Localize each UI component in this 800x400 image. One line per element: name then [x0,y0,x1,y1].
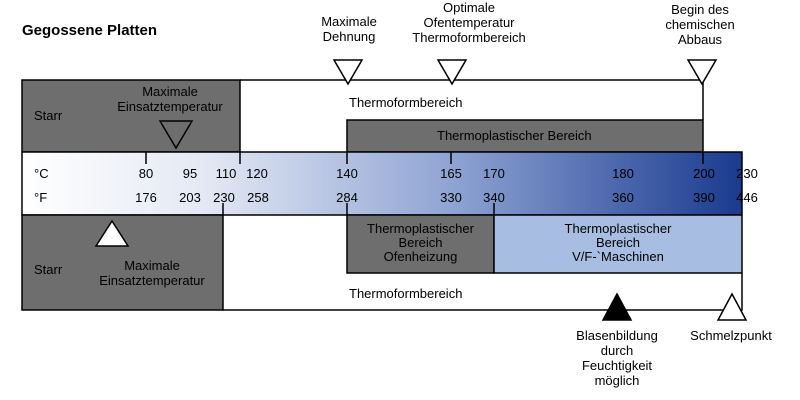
chemical-degradation-marker-icon [686,59,718,86]
celsius-tick: 95 [182,166,198,181]
thermoplastic-range-box [346,119,704,153]
temperature-scale-band [21,151,743,216]
celsius-tick: 120 [246,166,268,181]
celsius-tick: 180 [612,166,634,181]
celsius-tick: 110 [215,166,237,181]
scale-tick-marks [145,152,704,215]
thermoplastic-range-label: Thermoplastischer Bereich [437,128,592,143]
fahrenheit-tick: 360 [612,190,634,205]
upper-rigid-box [21,79,241,153]
upper-max-use-temp-marker-icon [158,120,194,150]
celsius-tick: 170 [483,166,505,181]
fahrenheit-tick: 258 [247,190,269,205]
optimal-oven-temp-marker-icon [436,59,468,86]
celsius-unit-label: °C [34,166,49,181]
celsius-tick: 80 [138,166,154,181]
fahrenheit-tick: 330 [440,190,462,205]
lower-rigid-box [21,214,224,311]
melting-point-marker-icon [716,292,748,321]
fahrenheit-tick: 390 [693,190,715,205]
celsius-tick: 230 [736,166,758,181]
fahrenheit-unit-label: °F [34,190,48,205]
celsius-tick: 140 [336,166,358,181]
lower-max-use-temp-marker-icon [94,219,130,247]
vf-machines-box [493,214,743,274]
lower-thermoform-label: Thermoformbereich [349,286,463,301]
lower-thermoform-outline [223,273,743,311]
fahrenheit-tick: 284 [336,190,358,205]
upper-thermoform-outline [240,79,704,120]
fahrenheit-tick: 230 [213,190,235,205]
fahrenheit-tick: 176 [135,190,157,205]
melting-point-label: Schmelzpunkt [690,328,772,343]
max-elongation-marker-icon [332,59,364,86]
celsius-tick: 200 [693,166,715,181]
lower-rigid-label: Starr [34,262,63,277]
upper-rigid-label: Starr [34,108,63,123]
fahrenheit-tick: 203 [179,190,201,205]
celsius-tick: 165 [440,166,462,181]
fahrenheit-tick: 340 [483,190,505,205]
upper-thermoform-label: Thermoformbereich [349,95,463,110]
blister-formation-marker-icon [601,292,633,321]
fahrenheit-tick: 446 [736,190,758,205]
diagram-title: Gegossene Platten [22,22,158,39]
